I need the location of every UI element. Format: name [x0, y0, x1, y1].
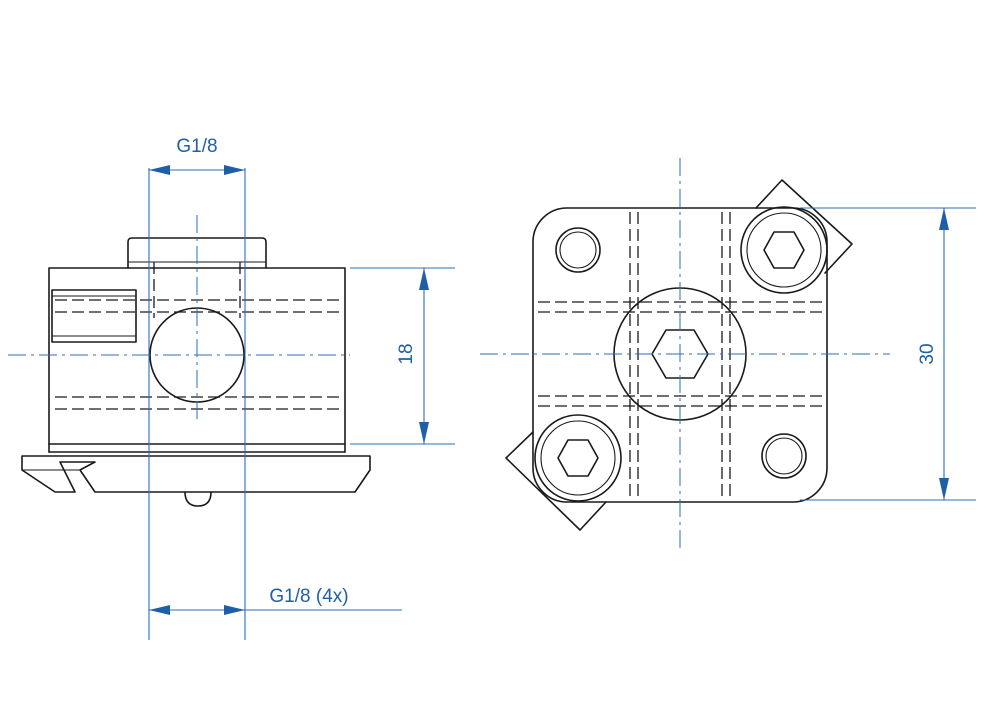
arrow-head: [939, 478, 949, 500]
side-dimensions: 30: [800, 207, 976, 501]
front-dimensions: G1/8 G1/8 (4x) 18: [148, 136, 455, 640]
arrow-head: [419, 422, 429, 444]
arrow-head: [149, 165, 170, 175]
arrow-head: [419, 268, 429, 290]
front-height-label: 18: [396, 343, 417, 364]
bottom-thread-label: G1/8 (4x): [269, 586, 348, 607]
arrow-head: [224, 605, 245, 615]
side-height-label: 30: [917, 343, 938, 364]
arrow-head: [224, 165, 245, 175]
front-view: [8, 215, 371, 507]
hex-socket-bottom-left: [557, 439, 599, 477]
top-thread-label: G1/8: [176, 136, 217, 157]
arrow-head: [939, 208, 949, 230]
hex-socket-top-right: [763, 231, 805, 269]
top-view: [480, 158, 890, 548]
arrow-head: [149, 605, 170, 615]
